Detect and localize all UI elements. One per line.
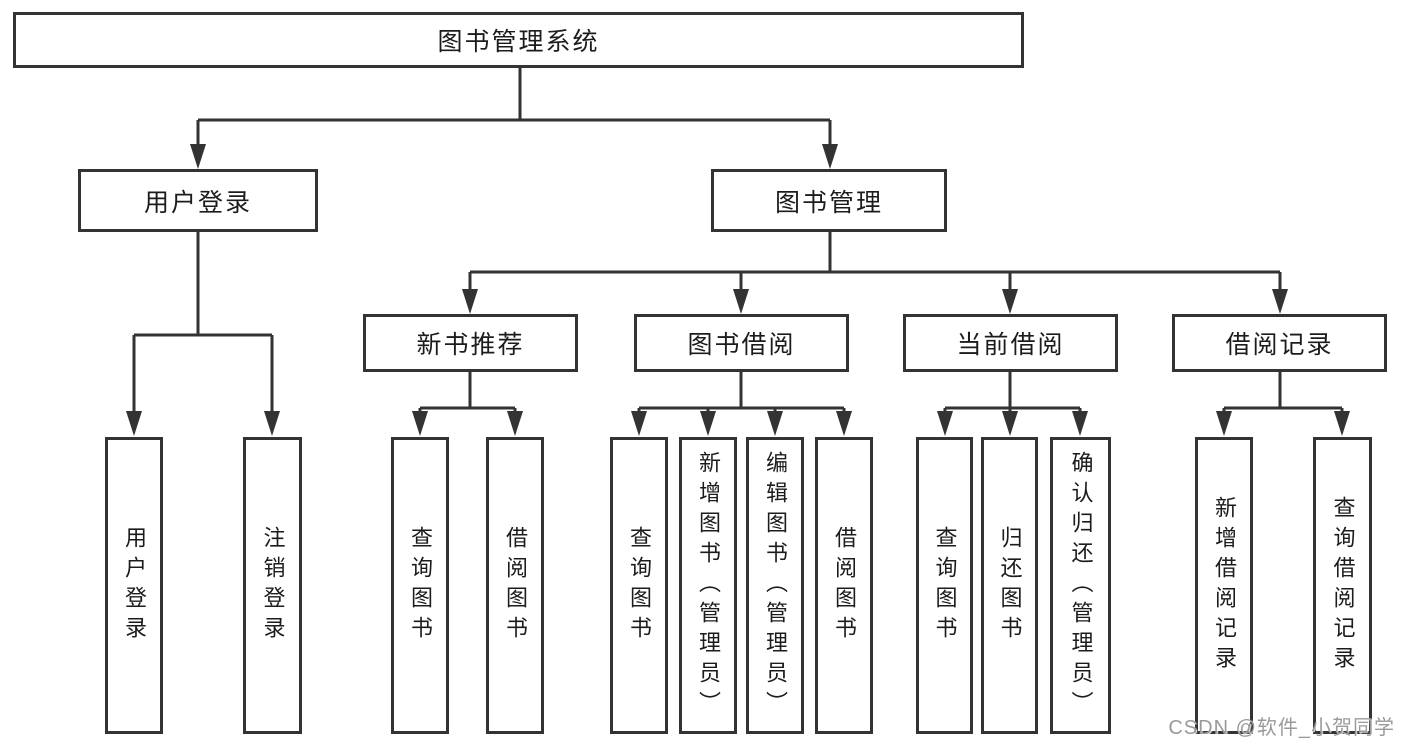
leaf-add-book-admin-label: 新增图书（管理员） xyxy=(696,450,721,721)
leaf-user-login-label: 用户登录 xyxy=(122,525,147,646)
arrow-icon xyxy=(937,411,953,436)
connector-root xyxy=(196,68,832,150)
connector-borrow-record xyxy=(1222,372,1344,418)
node-root: 图书管理系统 xyxy=(13,12,1024,68)
arrow-icon xyxy=(126,411,142,436)
node-current-borrow: 当前借阅 xyxy=(903,314,1118,372)
leaf-edit-book-admin: 编辑图书（管理员） xyxy=(746,437,804,734)
node-user-login: 用户登录 xyxy=(78,169,318,232)
arrow-icon xyxy=(1272,289,1288,314)
leaf-query-book-3: 查询图书 xyxy=(916,437,973,734)
leaf-query-book-2-label: 查询图书 xyxy=(627,525,652,646)
arrow-icon xyxy=(733,289,749,314)
arrow-icon xyxy=(1216,411,1232,436)
node-book-management-label: 图书管理 xyxy=(774,188,883,217)
node-root-label: 图书管理系统 xyxy=(437,28,600,56)
leaf-confirm-return-admin-label: 确认归还（管理员） xyxy=(1068,450,1094,721)
arrow-icon xyxy=(700,411,716,436)
leaf-borrow-book-2-label: 借阅图书 xyxy=(832,525,857,646)
leaf-return-book-label: 归还图书 xyxy=(997,525,1023,646)
connector-new-book-rec xyxy=(418,372,517,418)
node-book-management: 图书管理 xyxy=(711,169,947,232)
connector-book-mgmt xyxy=(468,232,1282,296)
leaf-query-borrow-record-label: 查询借阅记录 xyxy=(1330,495,1356,676)
leaf-add-book-admin: 新增图书（管理员） xyxy=(679,437,737,734)
node-borrow-record-label: 借阅记录 xyxy=(1225,331,1334,359)
leaf-query-book-3-label: 查询图书 xyxy=(932,525,958,646)
arrow-icon xyxy=(1334,411,1350,436)
node-book-borrow: 图书借阅 xyxy=(634,314,849,372)
leaf-borrow-book-1-label: 借阅图书 xyxy=(503,525,528,646)
node-new-book-recommend-label: 新书推荐 xyxy=(416,331,525,359)
leaf-add-borrow-record: 新增借阅记录 xyxy=(1195,437,1253,734)
connector-book-borrow xyxy=(637,372,846,418)
leaf-borrow-book-2: 借阅图书 xyxy=(815,437,873,734)
leaf-query-book-1-label: 查询图书 xyxy=(408,525,433,646)
arrow-icon xyxy=(462,289,478,314)
leaf-logout: 注销登录 xyxy=(243,437,302,734)
node-new-book-recommend: 新书推荐 xyxy=(363,314,578,372)
leaf-borrow-book-1: 借阅图书 xyxy=(486,437,544,734)
arrow-icon xyxy=(412,411,428,436)
arrow-icon xyxy=(1002,411,1018,436)
leaf-query-book-2: 查询图书 xyxy=(610,437,668,734)
leaf-confirm-return-admin: 确认归还（管理员） xyxy=(1050,437,1111,734)
leaf-add-borrow-record-label: 新增借阅记录 xyxy=(1212,495,1237,676)
arrow-icon xyxy=(507,411,523,436)
arrow-icon xyxy=(1072,411,1088,436)
arrow-icon xyxy=(631,411,647,436)
leaf-user-login: 用户登录 xyxy=(105,437,163,734)
leaf-logout-label: 注销登录 xyxy=(260,525,286,646)
leaf-query-book-1: 查询图书 xyxy=(391,437,449,734)
leaf-edit-book-admin-label: 编辑图书（管理员） xyxy=(763,450,788,721)
arrow-icon xyxy=(767,411,783,436)
node-book-borrow-label: 图书借阅 xyxy=(687,331,796,359)
node-borrow-record: 借阅记录 xyxy=(1172,314,1387,372)
arrow-icon xyxy=(1002,289,1018,314)
arrow-icon xyxy=(836,411,852,436)
csdn-watermark: CSDN @软件_小贺同学 xyxy=(1168,717,1395,739)
leaf-return-book: 归还图书 xyxy=(981,437,1038,734)
node-current-borrow-label: 当前借阅 xyxy=(956,331,1065,359)
leaf-query-borrow-record: 查询借阅记录 xyxy=(1313,437,1372,734)
arrow-icon xyxy=(264,411,280,436)
node-user-login-label: 用户登录 xyxy=(143,188,252,217)
arrow-icon xyxy=(822,144,838,169)
arrow-icon xyxy=(190,144,206,169)
connector-user-login xyxy=(132,232,274,418)
arrowheads xyxy=(126,144,1350,436)
